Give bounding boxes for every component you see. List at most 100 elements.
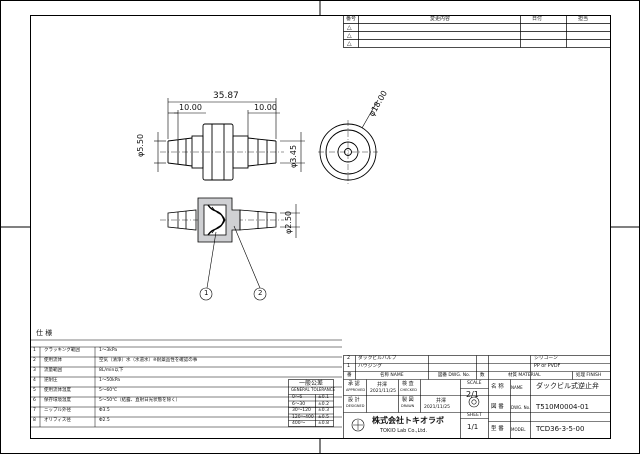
tb-qty-header: 数: [480, 373, 485, 378]
part-cell-material: シリコーン: [534, 356, 558, 361]
rev-header-content: 変更内容: [430, 16, 451, 22]
balloon-2-label: 2: [258, 289, 263, 297]
tb-name-label: 名 称: [491, 384, 504, 390]
tb-sheet-label: SHEET: [467, 413, 482, 418]
dim-section-diameter: φ2.50: [284, 210, 293, 234]
tolerance-subtitle: GENERAL TOLERANCE: [291, 387, 336, 392]
tb-checked-label: 検 査: [402, 381, 414, 387]
tolerance-cell-value: ±0.5: [318, 414, 329, 420]
dimension-lines: [154, 98, 305, 172]
spec-table-grid: [30, 339, 342, 428]
tb-dwg-sub: DWG. No.: [511, 405, 531, 410]
tb-finish-header: 処理 FINISH: [576, 373, 602, 378]
part-cell-no: 2: [347, 356, 351, 361]
spec-cell-no: 5: [33, 388, 36, 393]
spec-cell-no: 7: [33, 408, 36, 413]
spec-cell-value: 5〜50℃（結露、直射日光状態を除く）: [99, 398, 181, 403]
part-cell-no: 1: [347, 364, 351, 369]
spec-cell-no: 2: [33, 358, 36, 363]
tb-dwg-label: 図 番: [491, 404, 504, 410]
tb-scale-label: SCALE: [467, 381, 482, 386]
tolerance-cell-range: 120〜400: [292, 414, 314, 420]
rev-mark-icon: △: [347, 40, 352, 47]
tolerance-cell-range: 0〜6: [292, 395, 303, 400]
section-view: [167, 197, 277, 243]
tb-sheet-value: 1/1: [467, 423, 479, 431]
spec-cell-no: 8: [33, 418, 36, 423]
spec-cell-item: オリフィス径: [44, 418, 71, 423]
tb-approved-sub: APPROVED: [346, 388, 366, 392]
company-logo: [351, 418, 365, 432]
company-name-en: TOKIO Lab Co.,Ltd.: [380, 428, 428, 434]
tb-name-sub: NAME: [511, 385, 523, 390]
tolerance-title: 一般公差: [299, 380, 324, 387]
tolerance-cell-value: ±0.3: [318, 408, 329, 413]
dim-body-diameter: φ3.45: [289, 144, 298, 168]
dim-overall-length: 35.87: [213, 91, 239, 101]
tolerance-cell-value: ±0.1: [318, 395, 329, 400]
rev-header-staff: 担当: [578, 16, 589, 22]
spec-cell-item: 使用流体: [44, 358, 62, 363]
projection-symbol: [468, 396, 480, 408]
tb-approved-label: 承 認: [348, 381, 360, 387]
company-name: 株式会社トキオラボ: [372, 416, 444, 425]
tb-name-header: 名称 NAME: [380, 373, 404, 378]
tb-designed-sub: DESIGNED: [346, 404, 365, 408]
tb-material-header: 材質 MATERIAL: [508, 373, 541, 378]
dim-left-diameter: φ5.50: [136, 133, 145, 157]
tolerance-table-grid: [288, 379, 334, 427]
tb-approver: 井澤: [377, 382, 388, 388]
tb-scale-value: 2/1: [466, 390, 479, 399]
spec-cell-item: クラッキング範囲: [44, 348, 80, 353]
tb-dwg-header: 図番 DWG. No.: [438, 373, 471, 378]
spec-cell-item: 使用流体温度: [44, 388, 71, 393]
spec-title: 仕 様: [36, 329, 53, 337]
spec-cell-value: Φ2.5: [99, 418, 110, 423]
tb-dwg-value: T510M0004-01: [536, 403, 589, 411]
spec-cell-item: 流量範囲: [44, 368, 62, 373]
spec-cell-item: 保存環境温度: [44, 398, 71, 403]
spec-cell-no: 4: [33, 378, 36, 383]
dim-right-segment: 10.00: [254, 103, 277, 112]
spec-cell-item: 逆耐圧: [44, 378, 58, 383]
tb-model-value: TCD36-3-5-00: [536, 425, 585, 433]
spec-cell-value: Φ3.5: [99, 408, 110, 413]
end-view: [319, 99, 379, 181]
rev-mark-icon: △: [347, 24, 352, 31]
rev-mark-icon: △: [347, 32, 352, 39]
spec-cell-item: ニップル外径: [44, 408, 71, 413]
tb-designed-label: 設 計: [348, 397, 360, 403]
spec-cell-value: 空気（清浄）水（水道水）※耐薬品性を確認の事: [99, 358, 198, 363]
tb-drawn-date: 2021/11/25: [424, 405, 450, 410]
tolerance-cell-range: 400〜: [292, 421, 306, 426]
spec-cell-value: 1〜50kPa: [99, 378, 120, 383]
tolerance-cell-range: 30〜120: [292, 408, 311, 413]
part-cell-name: ハウジング: [358, 364, 382, 369]
tolerance-cell-value: ±0.2: [318, 401, 329, 407]
spec-cell-value: 8L/min以下: [99, 368, 124, 373]
spec-cell-value: 1〜3kPa: [99, 348, 118, 353]
spec-cell-value: 5〜60℃: [99, 388, 118, 393]
part-cell-name: ダックビルバルブ: [358, 356, 397, 361]
spec-cell-no: 3: [33, 368, 36, 373]
balloon-1: [199, 287, 213, 301]
balloon-1-label: 1: [204, 289, 209, 297]
part-cell-material: PP or PVDF: [534, 364, 561, 369]
tolerance-cell-value: ±0.8: [318, 421, 329, 426]
tb-approved-date: 2021/11/25: [370, 389, 396, 394]
dim-left-segment: 10.00: [179, 103, 202, 112]
spec-cell-no: 1: [33, 348, 36, 353]
rev-header-no: 番号: [346, 16, 357, 22]
tb-drawn-label: 製 図: [402, 397, 414, 403]
revision-table-grid: [343, 15, 611, 48]
tb-model-sub: MODEL: [511, 427, 526, 432]
tb-checked-sub: CHECKED: [400, 388, 417, 392]
tb-drawer: 井澤: [436, 398, 447, 404]
tb-name-value: ダックビル式逆止弁: [536, 382, 599, 390]
spec-cell-no: 6: [33, 398, 36, 403]
rev-header-date: 日付: [532, 16, 543, 22]
tolerance-cell-range: 6〜30: [292, 401, 306, 407]
tb-model-label: 型 番: [491, 426, 504, 432]
balloon-2: [253, 287, 267, 301]
